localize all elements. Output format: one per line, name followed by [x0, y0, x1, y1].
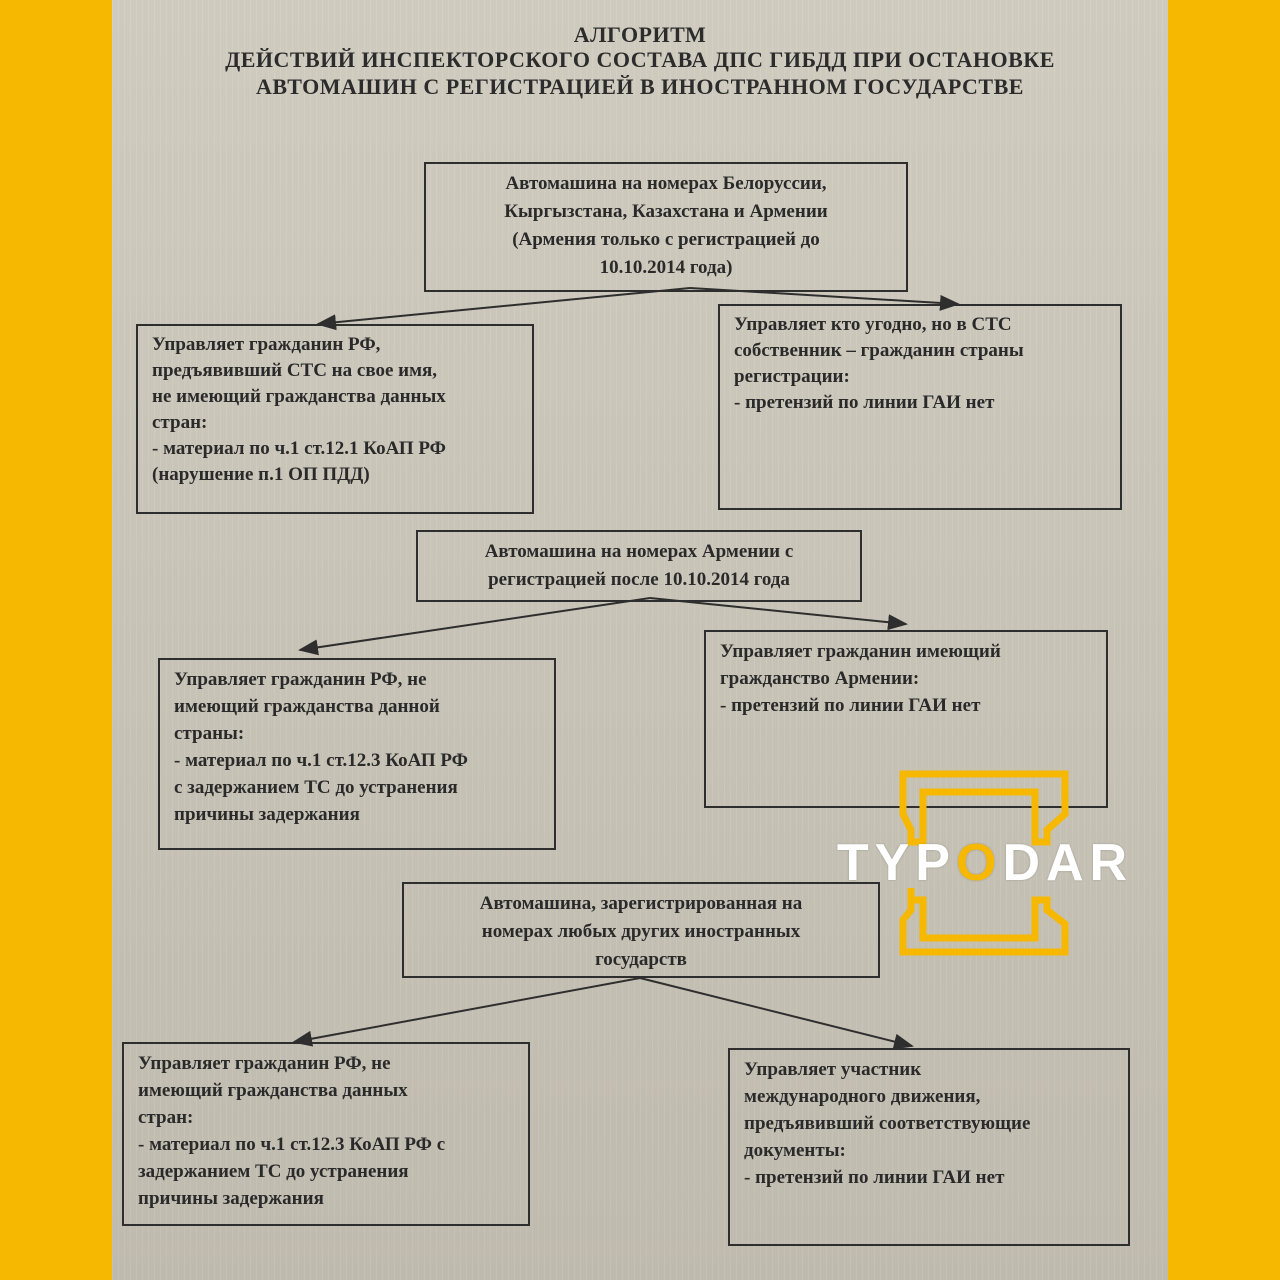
box-line: Управляет участник [744, 1059, 922, 1080]
box-armenia-after-2014: Автомашина на номерах Армении с регистра… [416, 530, 862, 602]
box-belarus-kyrgyzstan-kazakhstan-armenia: Автомашина на номерах Белоруссии, Кыргыз… [424, 162, 908, 292]
box-line: не имеющий гражданства данных [152, 386, 446, 407]
watermark-o: O [956, 834, 1003, 892]
box-other-foreign-states: Автомашина, зарегистрированная на номера… [402, 882, 880, 978]
document-subtitle-line1: ДЕЙСТВИЙ ИНСПЕКТОРСКОГО СОСТАВА ДПС ГИБД… [225, 47, 1055, 72]
box-line: собственник – гражданин страны [734, 340, 1024, 361]
box-line: документы: [744, 1140, 846, 1161]
box-line: - материал по ч.1 ст.12.1 КоАП РФ [152, 438, 446, 459]
watermark-part: TYP [836, 834, 956, 892]
box-line: предъявивший СТС на свое имя, [152, 360, 438, 381]
box-line: стран: [152, 412, 208, 433]
box-line: - претензий по линии ГАИ нет [720, 695, 981, 716]
document-title: АЛГОРИТМ [573, 22, 707, 47]
box-line: с задержанием ТС до устранения [174, 777, 458, 798]
box-line: - претензий по линии ГАИ нет [734, 392, 995, 413]
document-subtitle-line2: АВТОМАШИН С РЕГИСТРАЦИЕЙ В ИНОСТРАННОМ Г… [256, 74, 1024, 99]
box-line: задержанием ТС до устранения [138, 1161, 409, 1182]
box-line: Автомашина на номерах Белоруссии, [505, 173, 827, 194]
arrow-3-right [639, 977, 914, 1050]
box-line: Автомашина, зарегистрированная на [479, 893, 803, 914]
watermark-part: DAR [1002, 834, 1134, 892]
box-line: международного движения, [744, 1086, 981, 1107]
typodar-watermark-text: TYPODAR [815, 833, 1155, 893]
box-rf-citizen-own-sts: Управляет гражданин РФ, предъявивший СТС… [136, 324, 534, 514]
box-line: Управляет гражданин имеющий [720, 641, 1001, 662]
box-line: (нарушение п.1 ОП ПДД) [152, 464, 370, 485]
box-line: имеющий гражданства данной [174, 696, 440, 717]
box-line: - материал по ч.1 ст.12.3 КоАП РФ [174, 750, 468, 771]
box-line: Автомашина на номерах Армении с [484, 541, 794, 562]
box-rf-citizen-armenia-detention: Управляет гражданин РФ, не имеющий гражд… [158, 658, 556, 850]
box-line: причины задержания [174, 804, 360, 825]
box-line: 10.10.2014 года) [599, 257, 733, 278]
arrow-3-left [292, 977, 641, 1047]
box-line: Управляет кто угодно, но в СТС [734, 314, 1012, 335]
document-paper [112, 0, 1168, 1280]
box-anyone-owner-foreign: Управляет кто угодно, но в СТС собственн… [718, 304, 1122, 510]
box-line: гражданство Армении: [720, 668, 920, 689]
arrow-1-left [316, 287, 691, 331]
box-rf-citizen-other-detention: Управляет гражданин РФ, не имеющий гражд… [122, 1042, 530, 1226]
box-line: регистрации: [734, 366, 850, 387]
box-international-traffic-participant: Управляет участник международного движен… [728, 1048, 1130, 1246]
arrow-2-left [298, 597, 651, 656]
box-line: - материал по ч.1 ст.12.3 КоАП РФ с [138, 1134, 446, 1155]
box-line: стран: [138, 1107, 194, 1128]
box-line: предъявивший соответствующие [744, 1113, 1031, 1134]
box-line: имеющий гражданства данных [138, 1080, 408, 1101]
box-line: государств [595, 949, 687, 970]
box-line: - претензий по линии ГАИ нет [744, 1167, 1005, 1188]
box-line: Управляет гражданин РФ, [152, 334, 381, 355]
box-line: Кыргызстана, Казахстана и Армении [504, 201, 828, 222]
box-line: страны: [174, 723, 245, 744]
box-line: причины задержания [138, 1188, 324, 1209]
box-line: Управляет гражданин РФ, не [174, 669, 427, 690]
box-line: (Армения только с регистрацией до [512, 229, 820, 250]
typodar-logo-icon [899, 770, 1069, 956]
box-line: Управляет гражданин РФ, не [138, 1053, 391, 1074]
arrow-2-right [649, 597, 908, 631]
box-line: номерах любых других иностранных [481, 921, 801, 942]
box-line: регистрацией после 10.10.2014 года [488, 569, 790, 590]
